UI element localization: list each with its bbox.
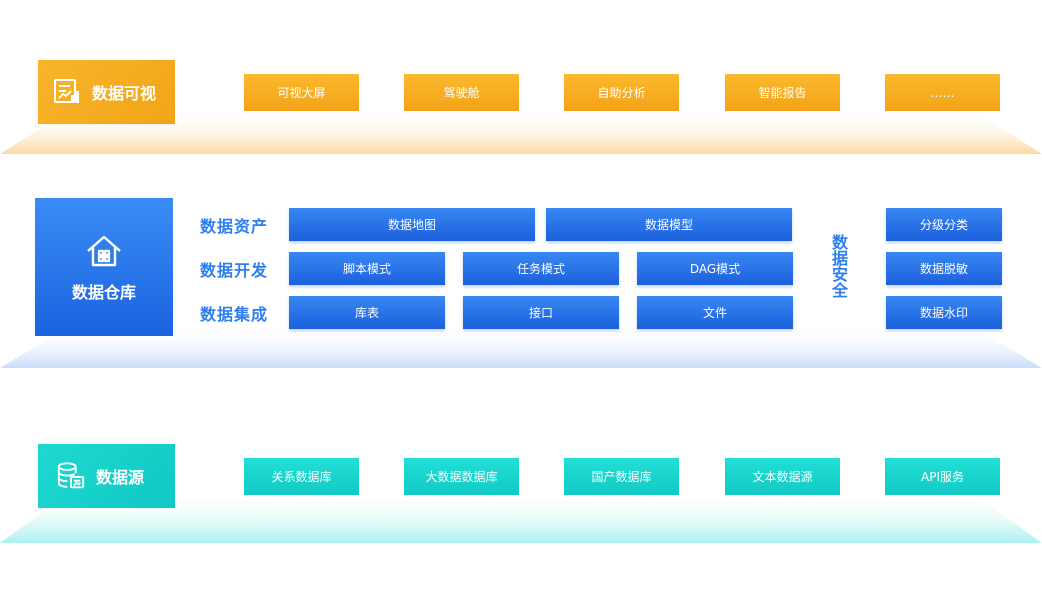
security-item-masking[interactable]: 数据脱敏 bbox=[886, 252, 1002, 285]
source-item-bigdata-db[interactable]: 大数据数据库 bbox=[404, 458, 519, 495]
visual-item-big-screen[interactable]: 可视大屏 bbox=[244, 74, 359, 111]
source-item-api-service[interactable]: API服务 bbox=[885, 458, 1000, 495]
source-item-text-source[interactable]: 文本数据源 bbox=[725, 458, 840, 495]
asset-item-data-map[interactable]: 数据地图 bbox=[289, 208, 535, 241]
dev-item-script-mode[interactable]: 脚本模式 bbox=[289, 252, 445, 285]
dev-label: 数据开发 bbox=[200, 261, 269, 280]
source-item-domestic-db[interactable]: 国产数据库 bbox=[564, 458, 679, 495]
integration-item-tables[interactable]: 库表 bbox=[289, 296, 445, 329]
warehouse-layer-header: 数据仓库 bbox=[35, 198, 173, 336]
dev-item-dag-mode[interactable]: DAG模式 bbox=[637, 252, 793, 285]
visual-item-more[interactable]: …… bbox=[885, 74, 1000, 111]
dev-item-task-mode[interactable]: 任务模式 bbox=[463, 252, 619, 285]
security-item-classification[interactable]: 分级分类 bbox=[886, 208, 1002, 241]
chart-report-icon bbox=[52, 77, 82, 107]
visual-layer-title: 数据可视 bbox=[92, 84, 157, 103]
source-item-relational-db[interactable]: 关系数据库 bbox=[244, 458, 359, 495]
warehouse-layer-title: 数据仓库 bbox=[71, 283, 136, 302]
security-item-watermark[interactable]: 数据水印 bbox=[886, 296, 1002, 329]
visual-layer-header: 数据可视 bbox=[38, 60, 175, 124]
visual-item-smart-report[interactable]: 智能报告 bbox=[725, 74, 840, 111]
visual-item-self-analysis[interactable]: 自助分析 bbox=[564, 74, 679, 111]
visual-item-cockpit[interactable]: 驾驶舱 bbox=[404, 74, 519, 111]
source-layer-title: 数据源 bbox=[96, 468, 145, 487]
database-icon bbox=[56, 461, 86, 491]
asset-label: 数据资产 bbox=[200, 217, 269, 236]
integration-label: 数据集成 bbox=[200, 305, 269, 324]
source-layer-platform bbox=[0, 493, 1042, 543]
home-icon bbox=[84, 231, 124, 271]
warehouse-layer-platform bbox=[0, 326, 1042, 368]
security-label: 数据安全 bbox=[829, 234, 848, 298]
asset-item-data-model[interactable]: 数据模型 bbox=[546, 208, 792, 241]
visual-layer-platform bbox=[0, 110, 1042, 154]
integration-item-file[interactable]: 文件 bbox=[637, 296, 793, 329]
integration-item-api[interactable]: 接口 bbox=[463, 296, 619, 329]
source-layer-header: 数据源 bbox=[38, 444, 175, 508]
